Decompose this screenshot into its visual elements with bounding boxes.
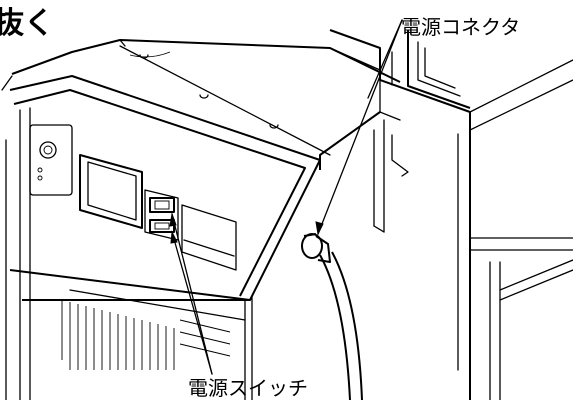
device-top-panel bbox=[11, 39, 409, 177]
section-heading: 抜く bbox=[0, 6, 54, 41]
power-switch-label: 電源スイッチ bbox=[188, 376, 308, 400]
cabinet-right bbox=[329, 29, 573, 400]
power-connector-label: 電源コネクタ bbox=[401, 15, 521, 39]
power-cable bbox=[301, 233, 363, 400]
leader-lines bbox=[169, 19, 403, 375]
device-front bbox=[1, 75, 385, 400]
vent-grille bbox=[61, 300, 231, 370]
